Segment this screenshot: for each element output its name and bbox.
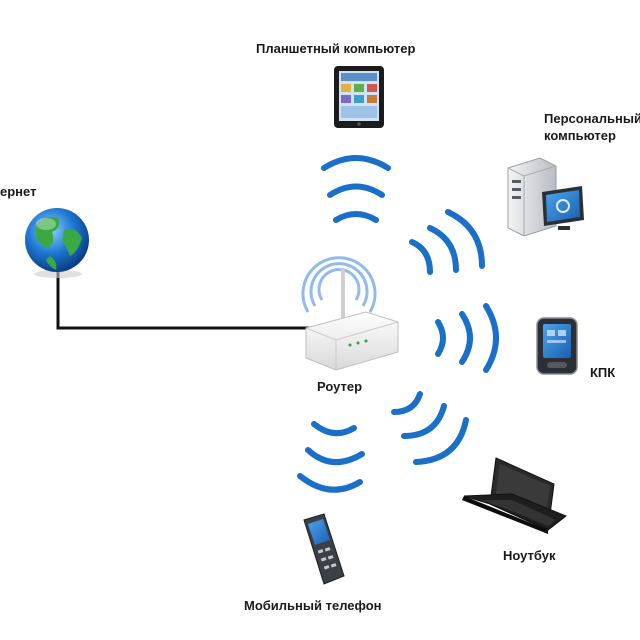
tablet-label: Планшетный компьютер	[256, 41, 416, 56]
tablet-icon	[334, 66, 384, 128]
phone-label: Мобильный телефон	[244, 598, 382, 613]
wifi-waves-tablet	[321, 155, 391, 223]
internet-connection-wire	[56, 268, 318, 330]
internet-label: ернет	[0, 184, 37, 199]
wifi-waves-pc	[409, 209, 485, 275]
desktop-computer-icon	[507, 157, 584, 237]
router-icon	[305, 268, 399, 371]
pc-label-line1: Персональный	[544, 111, 640, 126]
wifi-waves-phone	[297, 421, 365, 493]
router-label: Роутер	[317, 379, 363, 394]
pc-label: Персональный компьютер	[544, 110, 640, 144]
pc-label-line2: компьютер	[544, 128, 616, 143]
laptop-icon	[462, 457, 567, 534]
pda-label: КПК	[590, 365, 616, 380]
notebook-label: Ноутбук	[503, 548, 556, 563]
pda-icon	[536, 317, 578, 375]
router-signal-aura	[301, 256, 377, 313]
wifi-waves-pda	[435, 303, 499, 373]
globe-icon	[25, 208, 89, 278]
mobile-phone-icon	[303, 513, 345, 585]
wifi-waves-notebook	[391, 391, 469, 465]
